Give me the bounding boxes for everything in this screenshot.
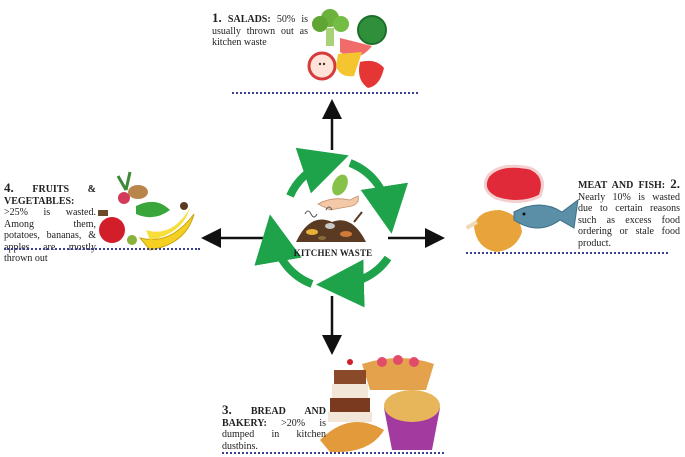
fruits-number: 4. <box>4 180 14 195</box>
bread-title: BREAD AND BAKERY: <box>222 406 326 429</box>
meat-fish-illustration <box>465 164 579 252</box>
meat-number: 2. <box>670 176 680 191</box>
salads-title: SALADS: <box>227 14 271 25</box>
bread-block: 3. BREAD AND BAKERY: >20% is dumped in k… <box>222 402 327 452</box>
salads-text: 50% is usually thrown out as kitchen was… <box>212 14 309 48</box>
salads-number: 1. <box>212 10 222 25</box>
fruits-vegetables-illustration <box>98 171 195 251</box>
bread-number: 3. <box>222 402 232 417</box>
salads-block: 1. SALADS: 50% is usually thrown out as … <box>212 10 309 49</box>
meat-text: Nearly 10% is wasted due to certain reas… <box>578 191 680 249</box>
fruits-text: >25% is wasted. Among them, potatoes, ba… <box>4 207 96 264</box>
fruits-title: FRUITS & VEGETABLES: <box>4 184 96 207</box>
salads-illustration <box>307 9 387 88</box>
fruits-block: 4. FRUITS & VEGETABLES: >25% is wasted. … <box>4 180 96 265</box>
bread-separator <box>222 452 444 454</box>
bread-text: >20% is dumped in kitchen dustbins. <box>222 417 327 452</box>
fruits-separator <box>4 248 200 250</box>
meat-separator <box>466 252 668 254</box>
meat-block: MEAT AND FISH: 2. Nearly 10% is wasted d… <box>578 176 680 249</box>
recycle-cycle-icon <box>254 147 409 308</box>
bakery-illustration <box>320 355 440 453</box>
waste-pile-icon <box>296 206 366 242</box>
meat-title: MEAT AND FISH: <box>578 180 666 191</box>
hand-leaf-icon <box>317 174 359 211</box>
salads-separator <box>232 92 418 94</box>
center-label: KITCHEN WASTE <box>293 248 373 258</box>
